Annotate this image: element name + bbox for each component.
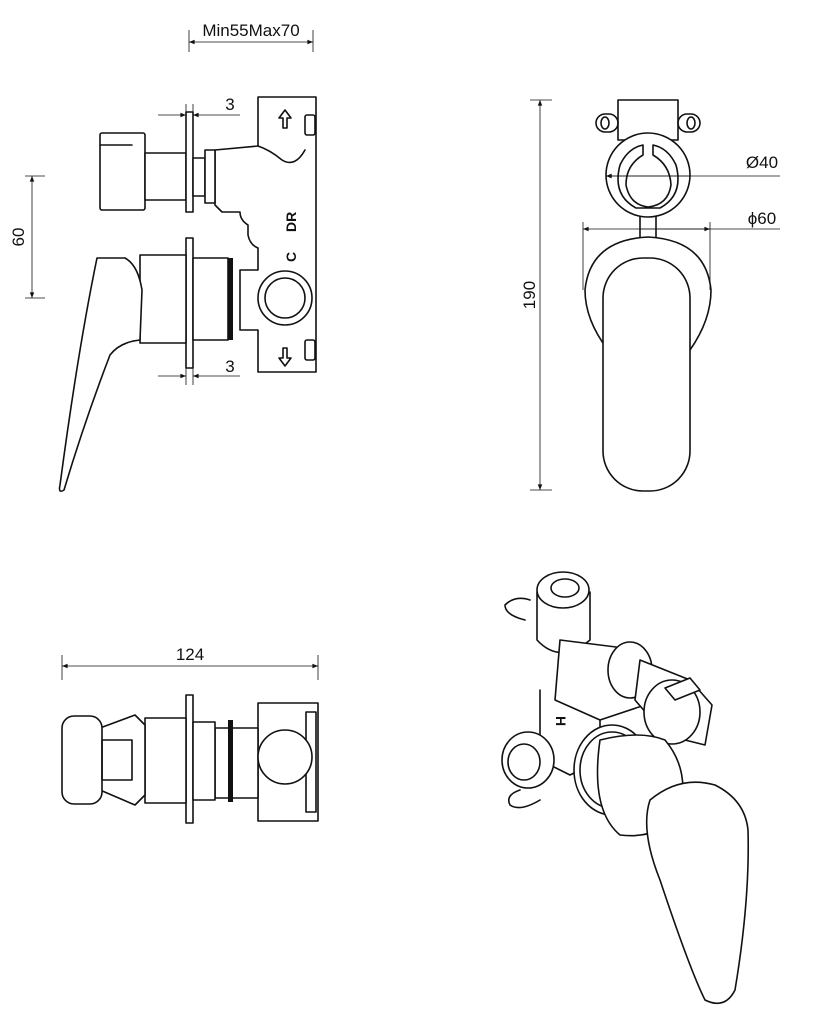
mount-tab-bottom — [304, 339, 316, 361]
iso-ear-top — [504, 597, 531, 621]
diverter-diameter-label: Ø40 — [746, 153, 778, 172]
flange-bottom-dimension: 3 — [158, 357, 240, 385]
mixer-lever — [58, 257, 143, 492]
iso-top-port — [536, 571, 590, 609]
length-dimension: 124 — [61, 645, 319, 680]
port-label-dr: DR — [283, 212, 299, 232]
iso-lever — [645, 781, 750, 1005]
depth-dimension-label: Min55Max70 — [202, 21, 299, 40]
flange-top-dimension: 3 — [158, 95, 240, 124]
o-ring — [228, 258, 233, 340]
mixer-body-top — [144, 717, 187, 804]
outlet-port-top — [257, 729, 313, 785]
rosette-diameter-label: ϕ60 — [748, 209, 776, 228]
top-view: 124 — [61, 645, 319, 824]
lever-knob-top — [61, 715, 103, 805]
mount-tab-top — [304, 114, 316, 136]
port-label-c: C — [283, 252, 299, 262]
diverter-shaft — [144, 152, 187, 201]
flange-top-dimension-label: 3 — [225, 95, 234, 114]
height-dimension: 190 — [520, 99, 552, 491]
length-dimension-label: 124 — [176, 645, 204, 664]
isometric-view: H — [501, 571, 750, 1005]
arrow-up-icon — [278, 109, 292, 129]
diverter-knob-front — [617, 144, 679, 209]
lower-flange — [185, 237, 194, 369]
lever-front — [602, 257, 691, 492]
front-view: 190 Ø40 ϕ60 — [520, 99, 780, 492]
side-view: Min55Max70 3 3 60 C DR — [9, 21, 317, 492]
rosette-diameter-dimension: ϕ60 — [582, 209, 780, 290]
spindle-spacing-dimension: 60 — [9, 175, 45, 299]
height-dimension-label: 190 — [520, 281, 539, 309]
body-casting-line — [257, 145, 306, 164]
arrow-down-icon — [278, 347, 292, 367]
depth-dimension: Min55Max70 — [188, 21, 314, 52]
diverter-nut — [192, 157, 206, 197]
mount-ear-left — [595, 113, 619, 133]
mount-ear-right — [677, 113, 701, 133]
flange-top — [185, 694, 194, 824]
iso-side-port — [501, 731, 555, 789]
outlet-port-outer — [257, 270, 313, 326]
upper-flange — [185, 111, 194, 213]
spindle-spacing-dimension-label: 60 — [9, 228, 28, 247]
iso-port-label-h: H — [553, 716, 569, 726]
mixer-body — [139, 254, 187, 344]
valve-body-outline — [214, 96, 317, 373]
outlet-port-inner — [264, 277, 306, 319]
diverter-diameter-dimension: Ø40 — [606, 153, 780, 179]
flange-bottom-dimension-label: 3 — [225, 357, 234, 376]
